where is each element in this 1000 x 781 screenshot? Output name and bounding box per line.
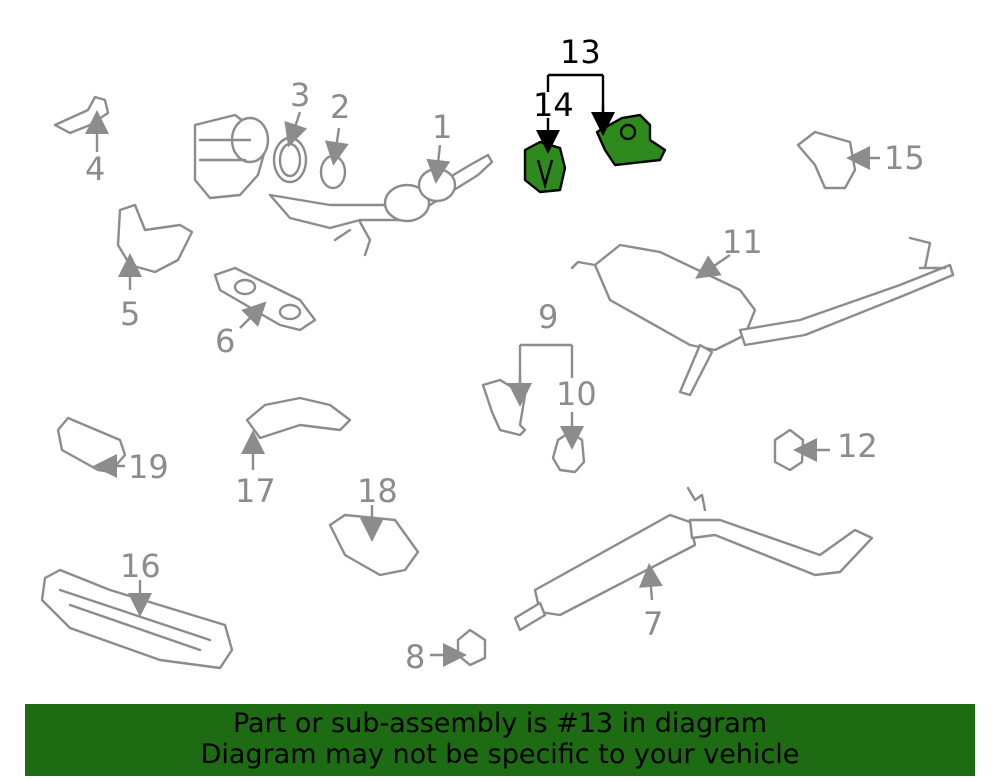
callout-17: 17 <box>235 472 276 510</box>
part-6-flange-gasket[interactable] <box>213 266 317 332</box>
callout-6: 6 <box>215 322 235 360</box>
part-9-hanger[interactable] <box>481 378 527 437</box>
part-11-rear-muffler[interactable] <box>570 236 955 397</box>
callout-15: 15 <box>884 139 925 177</box>
part-3-clamp[interactable] <box>272 136 308 184</box>
callout-1: 1 <box>432 108 452 146</box>
part-7-intermediate-pipe[interactable] <box>513 486 874 632</box>
part-2-gasket[interactable] <box>319 154 347 190</box>
callout-9: 9 <box>538 298 558 336</box>
part-18-bracket[interactable] <box>328 513 420 577</box>
banner-line-1: Part or sub-assembly is #13 in diagram <box>232 708 768 739</box>
part-turbo-elbow[interactable] <box>193 113 270 200</box>
callout-7: 7 <box>643 605 663 643</box>
callout-10: 10 <box>556 375 597 413</box>
part-19-heat-shield[interactable] <box>56 416 127 474</box>
callout-13: 13 <box>560 33 601 71</box>
part-14-insulator[interactable] <box>523 140 567 194</box>
part-12-clamp[interactable] <box>773 428 805 472</box>
callout-3: 3 <box>290 76 310 114</box>
callout-18: 18 <box>357 472 398 510</box>
callout-4: 4 <box>85 150 105 188</box>
callout-11: 11 <box>722 223 763 261</box>
info-banner: Part or sub-assembly is #13 in diagram D… <box>25 704 975 776</box>
part-8-clamp[interactable] <box>456 628 487 667</box>
callout-2: 2 <box>330 88 350 126</box>
part-4-bracket[interactable] <box>53 95 110 135</box>
part-5-heat-shield[interactable] <box>116 203 194 274</box>
callout-8: 8 <box>405 638 425 676</box>
callout-labels: 1 2 3 4 5 6 7 8 9 10 11 12 13 14 15 16 1… <box>85 33 925 676</box>
callout-5: 5 <box>120 295 140 333</box>
part-10-insulator[interactable] <box>551 430 586 474</box>
callout-12: 12 <box>837 427 878 465</box>
callout-19: 19 <box>128 448 169 486</box>
exhaust-parts-diagram: 1 2 3 4 5 6 7 8 9 10 11 12 13 14 15 16 1… <box>40 33 955 676</box>
leader-lines <box>85 73 880 667</box>
part-17-bracket[interactable] <box>245 396 352 440</box>
part-13-hanger-bracket[interactable] <box>595 113 667 167</box>
callout-14: 14 <box>533 86 574 124</box>
part-15-bracket[interactable] <box>796 130 857 190</box>
callout-16: 16 <box>120 547 161 585</box>
banner-line-2: Diagram may not be specific to your vehi… <box>200 739 800 770</box>
